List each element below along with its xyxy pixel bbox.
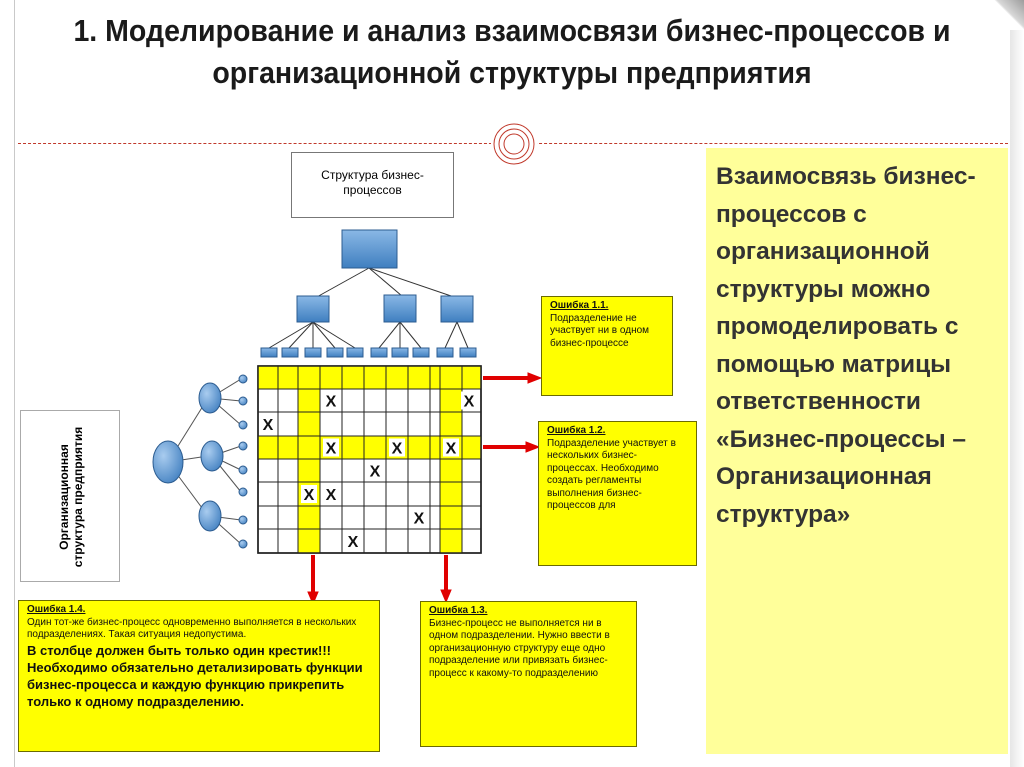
- matrix-mark-bg: [345, 532, 361, 550]
- error-text: Бизнес-процесс не выполняется ни в одном…: [429, 617, 610, 679]
- org-node: [198, 382, 222, 414]
- error-box-1-3: Ошибка 1.3. Бизнес-процесс не выполняетс…: [420, 601, 637, 747]
- error-title: Ошибка 1.3.: [429, 605, 488, 616]
- matrix-mark: X: [263, 417, 274, 434]
- matrix-mark-bg: [323, 485, 339, 503]
- error-text: Один тот-же бизнес-процесс одновременно …: [27, 616, 357, 641]
- matrix-mark-bg: [260, 415, 276, 433]
- org-root-node: [152, 440, 184, 484]
- org-leaf-nodes: [238, 374, 248, 549]
- org-node: [200, 440, 224, 472]
- error-title: Ошибка 1.2.: [547, 425, 606, 436]
- bp-structure-label: Структура бизнес-процессов: [321, 168, 424, 197]
- matrix-mark: X: [370, 464, 381, 481]
- page-curl: [994, 0, 1024, 30]
- matrix-mark: X: [348, 534, 359, 551]
- error-box-1-4: Ошибка 1.4. Один тот-же бизнес-процесс о…: [18, 600, 380, 752]
- org-node: [198, 500, 222, 532]
- bp-node: [296, 295, 330, 323]
- matrix-mark: X: [326, 394, 337, 411]
- matrix-mark-bg: [323, 438, 339, 457]
- matrix-mark-bg: [461, 391, 477, 410]
- error-title: Ошибка 1.4.: [27, 604, 86, 615]
- matrix-mark-bg: [301, 485, 317, 503]
- matrix-mark-bg: [323, 391, 339, 410]
- error-title: Ошибка 1.1.: [550, 300, 609, 311]
- error-box-1-1: Ошибка 1.1. Подразделение не участвует н…: [541, 296, 673, 396]
- matrix-mark: X: [326, 441, 337, 458]
- bp-hierarchy: [268, 267, 469, 349]
- divider-ornament-icon: [491, 123, 537, 165]
- error-text: Подразделение не участвует ни в одном би…: [550, 312, 650, 349]
- error-emphasis: В столбце должен быть только один крести…: [27, 642, 363, 709]
- bp-structure-box: Структура бизнес-процессов: [291, 152, 454, 218]
- matrix-mark: X: [326, 487, 337, 504]
- error-text: Подразделение участвует в нескольких биз…: [547, 437, 676, 512]
- matrix-mark: X: [464, 394, 475, 411]
- bp-node: [383, 294, 417, 323]
- bp-root-node: [341, 229, 398, 269]
- bp-leaf-nodes: [260, 347, 477, 358]
- error-box-1-2: Ошибка 1.2. Подразделение участвует в не…: [538, 421, 697, 566]
- matrix-mark: X: [304, 487, 315, 504]
- error-arrows: [307, 372, 543, 606]
- matrix-mark-bg: [367, 461, 383, 480]
- summary-text: Взаимосвязь бизнес-процессов с организац…: [716, 163, 976, 528]
- org-structure-box: Организационная структура предприятия: [20, 410, 120, 582]
- matrix-mark-bg: [411, 508, 427, 527]
- summary-panel: [706, 148, 1008, 754]
- matrix-mark: X: [414, 511, 425, 528]
- slide-title: 1. Моделирование и анализ взаимосвязи би…: [73, 13, 951, 90]
- matrix-mark-bg: [443, 438, 459, 457]
- matrix-mark: X: [446, 441, 457, 458]
- matrix-mark-bg: [389, 438, 405, 457]
- bp-node: [440, 295, 474, 323]
- slide-shadow: [1010, 0, 1024, 767]
- matrix-mark: X: [392, 441, 403, 458]
